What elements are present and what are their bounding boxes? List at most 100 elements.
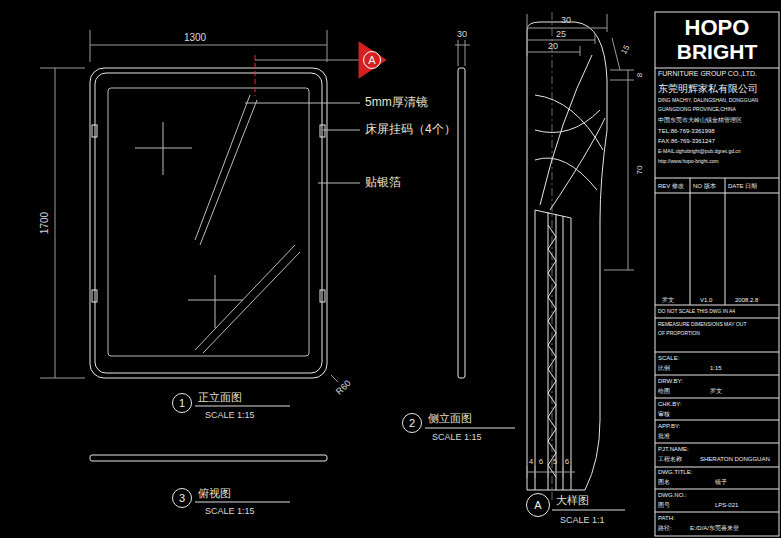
drawing-label: 侧立面图 xyxy=(428,412,472,424)
front-view-rect xyxy=(92,125,97,137)
drawing-label: R60 xyxy=(335,379,354,398)
title-block-text: 罗文 xyxy=(710,388,722,395)
drawing-label: SCALE 1:15 xyxy=(205,507,255,517)
detail-view-path xyxy=(550,118,605,210)
view-number-circle: 1 xyxy=(172,393,192,413)
title-block-line xyxy=(655,512,779,513)
title-block-text: 东莞明辉家私有限公司 xyxy=(658,83,758,94)
dimension-lines-line xyxy=(455,45,470,46)
view-number-circle: A xyxy=(526,493,550,517)
title-block-text: REMEASURE DIMENSIONS MAY OUT xyxy=(658,322,746,328)
front-view-rect xyxy=(320,290,325,302)
title-block-text: FAX:86-769-3361247 xyxy=(658,138,715,145)
title-block-line xyxy=(655,305,779,306)
title-block-line xyxy=(655,352,779,353)
view-title-underlines-line xyxy=(552,510,625,511)
title-block-line xyxy=(655,375,779,376)
title-block-text: APP.BY: xyxy=(658,423,680,430)
title-block-line xyxy=(655,443,779,444)
drawing-label: 正立面图 xyxy=(198,391,242,403)
front-view-line xyxy=(195,95,250,240)
title-block-text: TEL:86-769-3361998 xyxy=(658,128,715,135)
section-marker-path xyxy=(359,42,386,78)
section-marker-line xyxy=(255,55,256,96)
view-number: A xyxy=(534,500,541,511)
detail-dimensions-line xyxy=(527,40,595,41)
title-block-line xyxy=(655,68,779,69)
title-block-line xyxy=(655,420,779,421)
dimension-lines-line xyxy=(331,375,338,382)
detail-dimensions-line xyxy=(563,466,564,478)
side-view-rect xyxy=(458,68,465,378)
drawing-label: 4 xyxy=(529,458,533,467)
drawing-label: 床屏挂码（4个） xyxy=(365,123,456,136)
dimension-lines xyxy=(40,30,470,382)
title-block-line xyxy=(655,489,779,490)
title-block-text: 批准 xyxy=(658,433,670,440)
leader-lines-line xyxy=(318,183,360,184)
title-block-text: SCALE: xyxy=(658,355,679,362)
title-block-text: 工程名称 xyxy=(658,456,682,463)
view-number-circle: 3 xyxy=(172,488,192,508)
title-block-rect xyxy=(655,12,779,536)
detail-dimensions-line xyxy=(604,270,634,271)
detail-dimensions-line xyxy=(548,466,549,478)
detail-dimensions-line xyxy=(607,14,608,32)
detail-dimensions-line xyxy=(610,80,634,81)
title-block-text: DO NOT SCALE THIS DWG IN A4 xyxy=(658,309,735,315)
side-view xyxy=(458,68,465,378)
title-block-text: 1:15 xyxy=(710,365,722,372)
view-title-underlines-line xyxy=(195,406,290,407)
title-block-text: PATH: xyxy=(658,515,675,522)
detail-dimensions-line xyxy=(527,52,580,53)
title-block-text: HOPO xyxy=(685,16,750,40)
drawing-label: SCALE 1:15 xyxy=(432,433,482,443)
drawing-label: 大样图 xyxy=(556,494,589,506)
title-block-text: CHK.BY: xyxy=(658,401,682,408)
detail-view-line xyxy=(527,490,585,491)
title-block-line xyxy=(690,178,691,305)
title-block-text: FURNITURE GROUP CO.,LTD. xyxy=(658,70,757,78)
leader-lines-line xyxy=(323,130,360,131)
top-view xyxy=(90,455,327,461)
detail-dimensions-line xyxy=(527,466,528,478)
drawing-label: 70 xyxy=(636,166,645,175)
front-view-line xyxy=(195,245,295,350)
detail-dimensions-line xyxy=(610,70,634,71)
dimension-lines-line xyxy=(40,68,85,69)
title-block-line xyxy=(725,178,726,305)
dimension-lines-line xyxy=(90,30,91,62)
title-block-text: NO 版本 xyxy=(693,183,716,190)
title-block-text: DWG.TITLE: xyxy=(658,469,692,476)
view-number-circle: 2 xyxy=(402,413,422,433)
title-block xyxy=(655,12,779,536)
detail-dimensions-line xyxy=(612,38,620,70)
detail-dimensions-line xyxy=(595,34,596,44)
title-block-text: DING MACHIY, DALINGSHAN, DONGGUAN xyxy=(658,98,758,104)
drawing-label: 25 xyxy=(556,30,566,40)
title-block-line xyxy=(655,318,779,319)
drawing-label: 5 xyxy=(553,458,557,467)
dimension-lines-line xyxy=(40,378,85,379)
title-block-text: SHERATON DONGGUAN xyxy=(700,456,770,463)
title-block-text: 镜子 xyxy=(715,479,727,486)
title-block-text: http://www.hopo-bright.com xyxy=(658,159,719,165)
title-block-line xyxy=(655,467,779,468)
title-block-text: 中国东莞市大岭山镇金桔管理区 xyxy=(658,117,742,124)
dimension-lines-line xyxy=(327,30,328,62)
detail-view-path xyxy=(540,55,592,205)
front-view-rect xyxy=(320,125,325,137)
dimension-lines-line xyxy=(55,68,56,378)
title-block-text: 图号 xyxy=(658,502,670,509)
detail-view-path xyxy=(527,22,607,490)
leader-lines-line xyxy=(245,103,360,104)
view-number: 3 xyxy=(179,493,185,504)
title-block-line xyxy=(655,178,779,179)
detail-dimensions-line xyxy=(535,466,536,478)
front-view-line xyxy=(215,275,216,328)
title-block-text: DATE 日期 xyxy=(728,183,757,190)
detail-dimensions xyxy=(527,14,634,478)
front-view-line xyxy=(163,122,164,175)
drawing-label: 5mm厚清镜 xyxy=(365,96,428,109)
